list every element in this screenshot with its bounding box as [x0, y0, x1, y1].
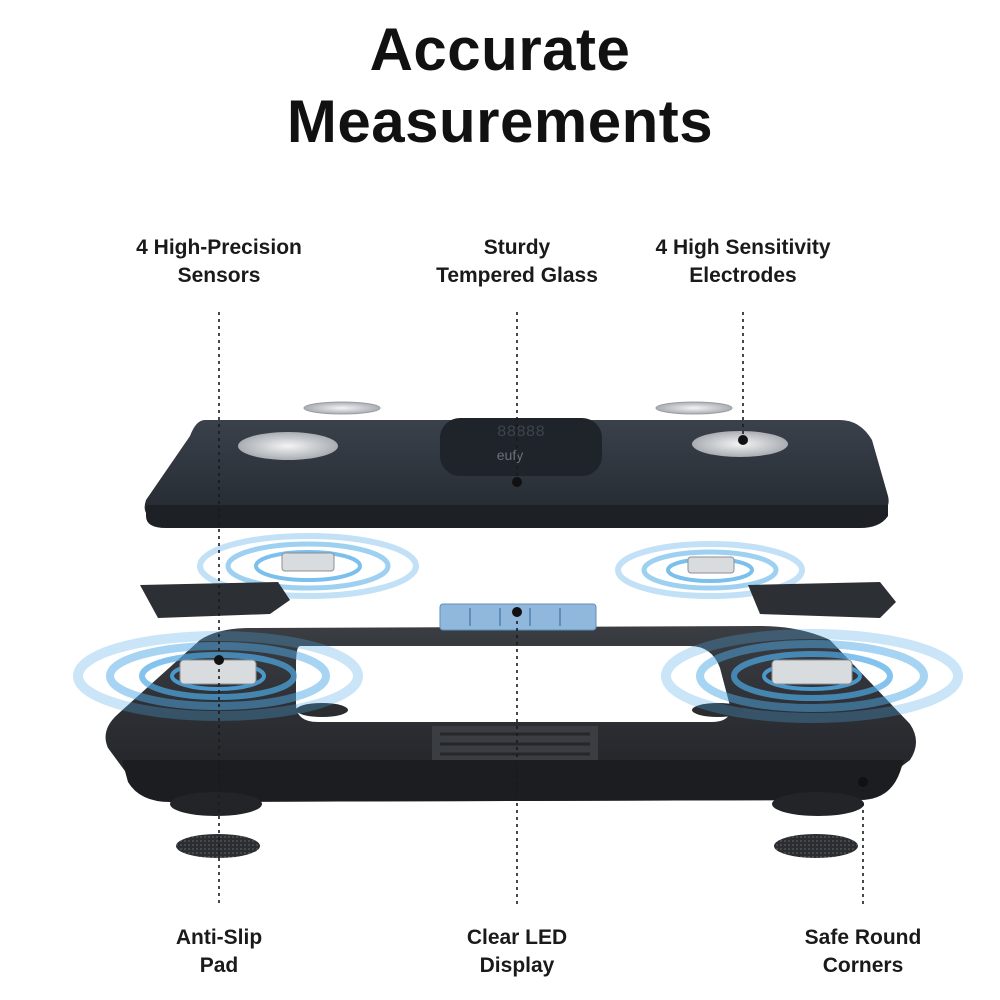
anti-slip-pads [176, 834, 858, 858]
callout-pad-line-1: Anti-Slip [175, 926, 263, 949]
corner-cover-right [748, 582, 896, 618]
floating-electrodes [303, 401, 733, 415]
callout-display-line-2: Display [479, 954, 555, 977]
callout-pad: Anti-Slip Pad [79, 924, 359, 980]
display-digits: 88888 [497, 423, 545, 441]
callout-glass: Sturdy Tempered Glass [377, 234, 657, 290]
upper-sensors [281, 552, 735, 574]
callout-sensors-line-2: Sensors [177, 264, 261, 287]
foot-left [170, 792, 262, 816]
callout-corners: Safe Round Corners [723, 924, 1000, 980]
callout-electrodes-line-2: Electrodes [689, 264, 797, 287]
callout-display-line-1: Clear LED [466, 926, 568, 949]
sensor-waves-lower [73, 629, 963, 723]
callout-glass-line-2: Tempered Glass [436, 264, 598, 287]
callout-corners-line-1: Safe Round [804, 926, 922, 949]
led-board [439, 603, 597, 631]
callout-electrodes-line-1: 4 High Sensitivity [655, 236, 831, 259]
electrode-floating-left [303, 401, 381, 415]
callout-electrodes: 4 High Sensitivity Electrodes [603, 234, 883, 290]
sensor-upper-left [281, 552, 335, 572]
brand-mark: eufy [497, 447, 523, 463]
callout-sensors-line-1: 4 High-Precision [136, 236, 302, 259]
electrode-floating-right [655, 401, 733, 415]
sensor-lower-right [771, 659, 853, 685]
leader-lines [218, 312, 864, 905]
callout-glass-line-1: Sturdy [483, 236, 551, 259]
page-title: Accurate Measurements [0, 14, 1000, 158]
callout-display: Clear LED Display [377, 924, 657, 980]
title-line-2: Measurements [286, 88, 714, 155]
pad-right [774, 834, 858, 858]
title-line-1: Accurate [369, 16, 631, 83]
corner-cover-left [140, 582, 290, 618]
callout-pad-line-2: Pad [199, 954, 239, 977]
callout-corners-line-2: Corners [822, 954, 904, 977]
leader-dots [214, 435, 868, 787]
base-frame [105, 603, 917, 816]
electrode-glass-left [238, 432, 338, 460]
foot-right [772, 792, 864, 816]
lower-sensors [179, 659, 853, 685]
pad-left [176, 834, 260, 858]
corner-covers [140, 582, 896, 618]
sensor-waves-upper [197, 533, 805, 599]
callout-sensors: 4 High-Precision Sensors [79, 234, 359, 290]
display-window [440, 418, 602, 476]
sensor-upper-right [687, 556, 735, 574]
